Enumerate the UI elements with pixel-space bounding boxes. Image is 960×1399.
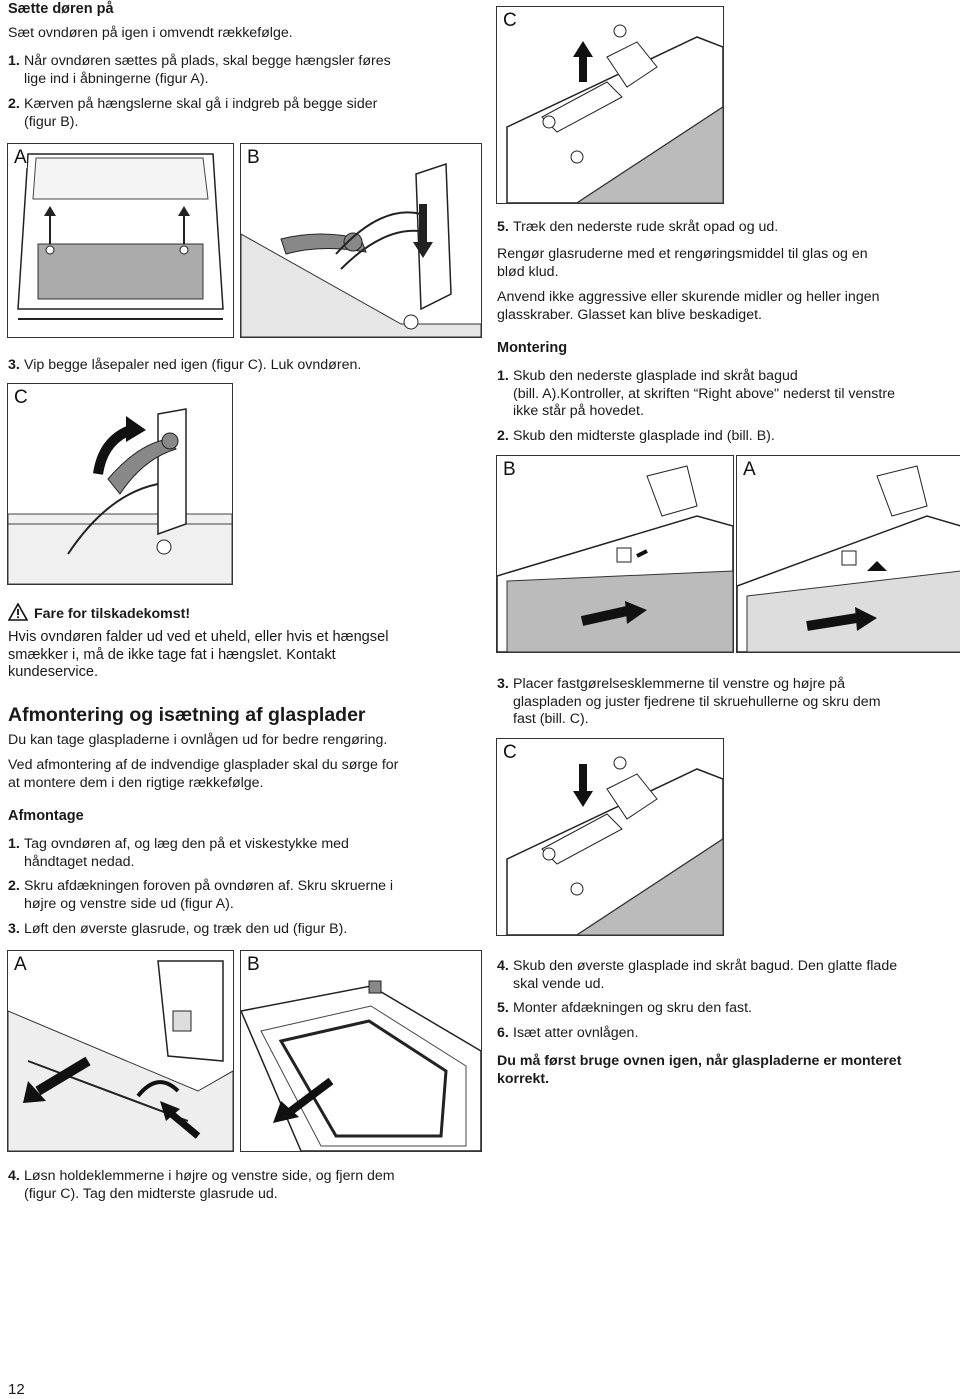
step-number: 1. [8,836,20,852]
warning-line: Hvis ovndøren falder ud ved et uheld, el… [8,629,389,645]
step-text: Skru afdækningen foroven på ovndøren af.… [24,878,394,894]
cover-illustration [8,960,233,1151]
step-text: Monter afdækningen og skru den fast. [513,1000,752,1016]
figure-label: C [503,10,517,31]
figure-c-glass-clip: C [496,6,724,204]
figure-label: B [247,954,260,975]
figure-label: B [247,147,260,168]
figure-label: A [743,459,756,480]
step-text: (bill. A).Kontroller, at skriften “Right… [513,385,895,402]
notice-line: korrekt. [497,1070,550,1087]
step-text: Placer fastgørelsesklemmerne til venstre… [513,676,845,692]
step-number: 1. [8,53,20,69]
clip-illustration [506,24,723,203]
figure-b-hinge-notch: B [240,143,482,338]
glass-illustration [241,980,481,1151]
paragraph-line: glasskraber. Glasset kan blive beskadige… [497,306,762,323]
step-text: Skub den nederste glasplade ind skråt ba… [513,368,798,384]
caution-paragraph: Anvend ikke aggressive eller skurende mi… [497,289,880,324]
step-number: 3. [8,921,20,937]
warning-title: Fare for tilskadekomst! [34,606,191,622]
step-text: (figur B). [24,113,79,130]
afmontage-title: Afmontage [8,808,84,824]
intro-text: Sæt ovndøren på igen i omvendt rækkefølg… [8,25,293,41]
figure-a-remove-cover: A [7,950,234,1152]
paragraph-line: blød klud. [497,263,559,280]
step-text: Løsn holdeklemmerne i højre og venstre s… [24,1168,395,1184]
warning-line: smækker i, må de ikke tage fat i hængsle… [8,646,336,663]
step-text: glaspladen og juster fjedrene til skrueh… [513,693,881,710]
warning-heading: Fare for tilskadekomst! [7,602,191,627]
paragraph-line: at montere dem i den rigtige rækkefølge. [8,774,264,791]
lever-illustration [8,408,232,584]
figure-a-insert-bottom: A [736,455,960,653]
step-text: Isæt atter ovnlågen. [513,1025,639,1041]
step-text: lige ind i åbningerne (figur A). [24,70,209,87]
paragraph-line: Ved afmontering af de indvendige glaspla… [8,757,399,773]
final-notice: Du må først bruge ovnen igen, når glaspl… [497,1053,957,1088]
page-number: 12 [8,1381,25,1398]
montering-title: Montering [497,340,568,356]
hinge-illustration [241,162,481,337]
step-number: 3. [8,357,20,373]
step-text: Når ovndøren sættes på plads, skal begge… [24,53,391,69]
step-number: 5. [497,219,509,235]
warning-icon [7,602,29,627]
section-title-saette-doeren: Sætte døren på [8,1,114,17]
step-text: Vip begge låsepaler ned igen (figur C). … [24,357,362,373]
step-text: Tag ovndøren af, og læg den på et viskes… [24,836,349,852]
attach-clip-illustration [506,756,723,935]
step-text: fast (bill. C). [513,711,589,727]
step-number: 1. [497,368,509,384]
step-number: 6. [497,1025,509,1041]
step-number: 3. [497,676,509,692]
notice-line: Du må først bruge ovnen igen, når glaspl… [497,1053,902,1069]
step-text: skal vende ud. [513,975,605,992]
step-number: 5. [497,1000,509,1016]
figure-c-lock-lever: C [7,383,233,585]
step-text: Skub den midterste glasplade ind (bill. … [513,428,775,444]
paragraph-line: Anvend ikke aggressive eller skurende mi… [497,289,880,305]
section-title-afmontering: Afmontering og isætning af glasplader [8,704,366,726]
step-text: håndtaget nedad. [24,853,135,870]
cleaning-paragraph: Rengør glasruderne med et rengøringsmidd… [497,246,868,281]
step-text: Skub den øverste glasplade ind skråt bag… [513,958,898,974]
figure-b-lift-glass: B [240,950,482,1152]
insert-bottom-illustration [737,465,960,652]
figure-label: A [14,147,27,168]
step-text: Træk den nederste rude skråt opad og ud. [513,219,779,235]
step-number: 4. [497,958,509,974]
section2-paragraph-1: Du kan tage glaspladerne i ovnlågen ud f… [8,732,388,748]
step-number: 2. [8,878,20,894]
insert-middle-illustration [497,465,733,652]
figure-label: C [503,742,517,763]
step-text: højre og venstre side ud (figur A). [24,895,234,912]
figure-label: A [14,954,27,975]
door-illustration [17,153,224,320]
step-text: (figur C). Tag den midterste glasrude ud… [24,1185,278,1202]
step-text: ikke står på hovedet. [513,403,644,419]
warning-line: kundeservice. [8,664,99,680]
step-number: 4. [8,1168,20,1184]
section2-paragraph-2: Ved afmontering af de indvendige glaspla… [8,757,398,792]
step-number: 2. [8,96,20,112]
figure-label: B [503,459,516,480]
warning-text: Hvis ovndøren falder ud ved et uheld, el… [8,629,388,682]
step-text: Løft den øverste glasrude, og træk den u… [24,921,348,937]
figure-b-insert-middle: B [496,455,734,653]
figure-label: C [14,387,28,408]
paragraph-line: Rengør glasruderne med et rengøringsmidd… [497,246,868,262]
step-number: 2. [497,428,509,444]
figure-c-attach-clip: C [496,738,724,936]
step-text: Kærven på hængslerne skal gå i indgreb p… [24,96,378,112]
figure-a-door-hinges: A [7,143,234,338]
